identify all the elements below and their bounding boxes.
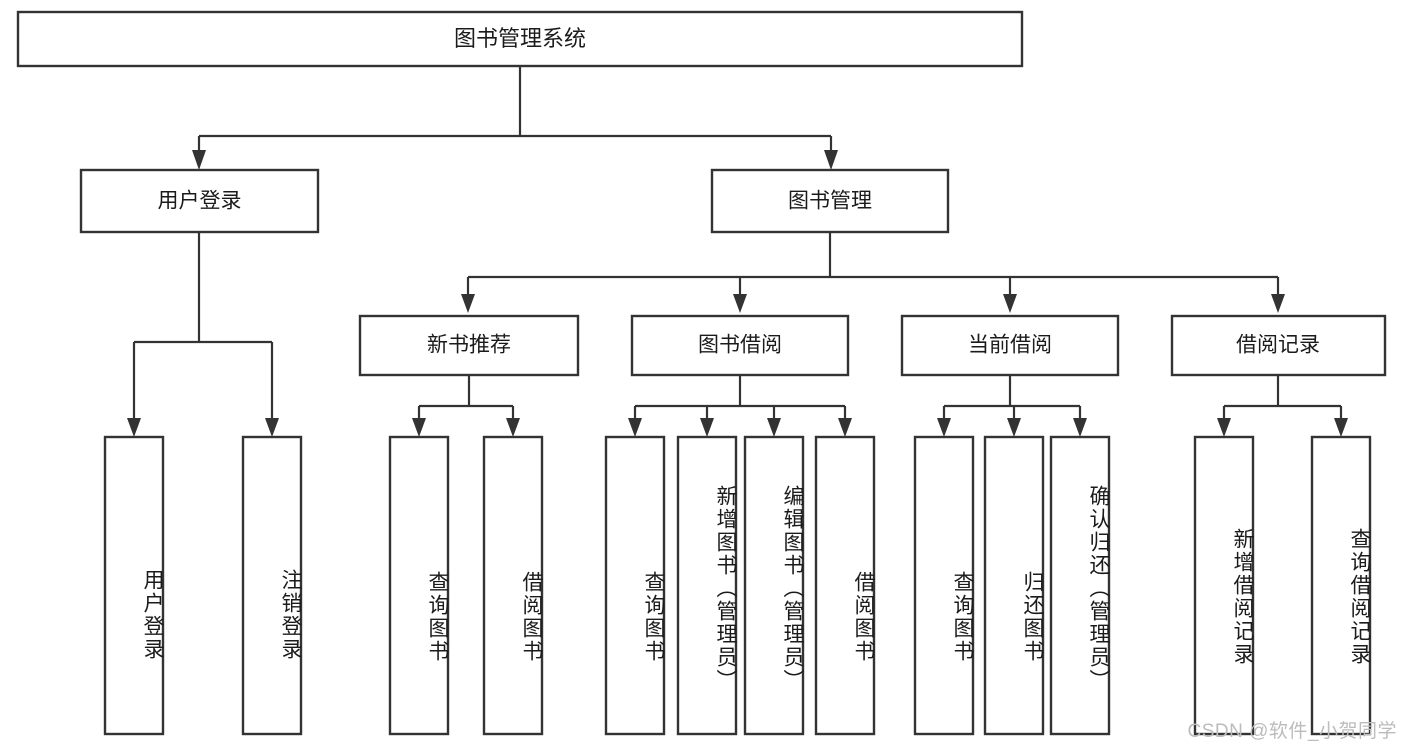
node-borrow-records[interactable] bbox=[1170, 314, 1387, 377]
node-user-login-label: 用户登录 bbox=[158, 190, 242, 213]
node-root-system-label: 图书管理系统 bbox=[454, 26, 586, 51]
leaf-box-query-borrow-record[interactable] bbox=[1310, 435, 1372, 736]
leaf-box-confirm-return-admin[interactable] bbox=[1049, 435, 1111, 736]
leaf-box-query-book-2[interactable] bbox=[604, 435, 666, 736]
connector-current-borrow-to-leaves bbox=[937, 375, 1087, 437]
connector-user-login-to-leaves bbox=[127, 232, 279, 437]
connector-new-book-to-leaves bbox=[412, 375, 520, 437]
arrow-head-user-login bbox=[192, 150, 206, 170]
arrow-head-leaf-9 bbox=[937, 418, 951, 437]
leaf-box-borrow-book-1[interactable] bbox=[482, 435, 544, 736]
node-book-management-label: 图书管理 bbox=[788, 190, 872, 213]
leaf-box-borrow-book-2[interactable] bbox=[814, 435, 876, 736]
arrow-head-borrow bbox=[733, 294, 747, 313]
arrow-head-leaf-12 bbox=[1217, 418, 1231, 437]
leaf-box-user-login[interactable] bbox=[103, 435, 165, 736]
leaf-box-edit-book-admin[interactable] bbox=[743, 435, 805, 736]
node-current-borrow-label: 当前借阅 bbox=[968, 334, 1052, 357]
node-new-book-recommend-label: 新书推荐 bbox=[427, 334, 511, 357]
arrow-head-leaf-1 bbox=[127, 418, 141, 437]
arrow-head-leaf-2 bbox=[265, 418, 279, 437]
node-user-login[interactable] bbox=[79, 168, 320, 234]
leaf-box-add-borrow-record[interactable] bbox=[1193, 435, 1255, 736]
arrow-head-leaf-8 bbox=[838, 418, 852, 437]
node-borrow-records-label: 借阅记录 bbox=[1236, 334, 1320, 357]
leaf-box-return-book[interactable] bbox=[983, 435, 1045, 736]
node-book-borrow[interactable] bbox=[630, 314, 850, 377]
node-current-borrow[interactable] bbox=[900, 314, 1120, 377]
arrow-head-leaf-10 bbox=[1007, 418, 1021, 437]
connector-book-borrow-to-leaves bbox=[628, 375, 852, 437]
leaf-box-query-book-1[interactable] bbox=[388, 435, 450, 736]
node-book-borrow-label: 图书借阅 bbox=[698, 334, 782, 357]
leaf-box-add-book-admin[interactable] bbox=[676, 435, 738, 736]
arrow-head-leaf-11 bbox=[1073, 418, 1087, 437]
arrow-head-leaf-6 bbox=[700, 418, 714, 437]
arrow-head-new-book bbox=[461, 294, 475, 313]
arrow-head-leaf-3 bbox=[412, 418, 426, 437]
arrow-head-leaf-13 bbox=[1334, 418, 1348, 437]
arrow-head-leaf-4 bbox=[506, 418, 520, 437]
arrow-head-records bbox=[1271, 294, 1285, 313]
arrow-head-leaf-5 bbox=[628, 418, 642, 437]
node-root-system[interactable] bbox=[16, 10, 1024, 68]
leaf-box-query-book-3[interactable] bbox=[913, 435, 975, 736]
connector-borrow-records-to-leaves bbox=[1217, 375, 1348, 437]
arrow-head-leaf-7 bbox=[767, 418, 781, 437]
node-new-book-recommend[interactable] bbox=[358, 314, 580, 377]
arrow-head-current bbox=[1003, 294, 1017, 313]
watermark-text: CSDN @软件_小贺同学 bbox=[1187, 721, 1397, 742]
connector-book-mgmt-to-level3 bbox=[461, 232, 1285, 313]
connector-root-to-level2 bbox=[192, 66, 838, 170]
arrow-head-book-mgmt bbox=[824, 150, 838, 170]
leaf-box-logout[interactable] bbox=[241, 435, 303, 736]
